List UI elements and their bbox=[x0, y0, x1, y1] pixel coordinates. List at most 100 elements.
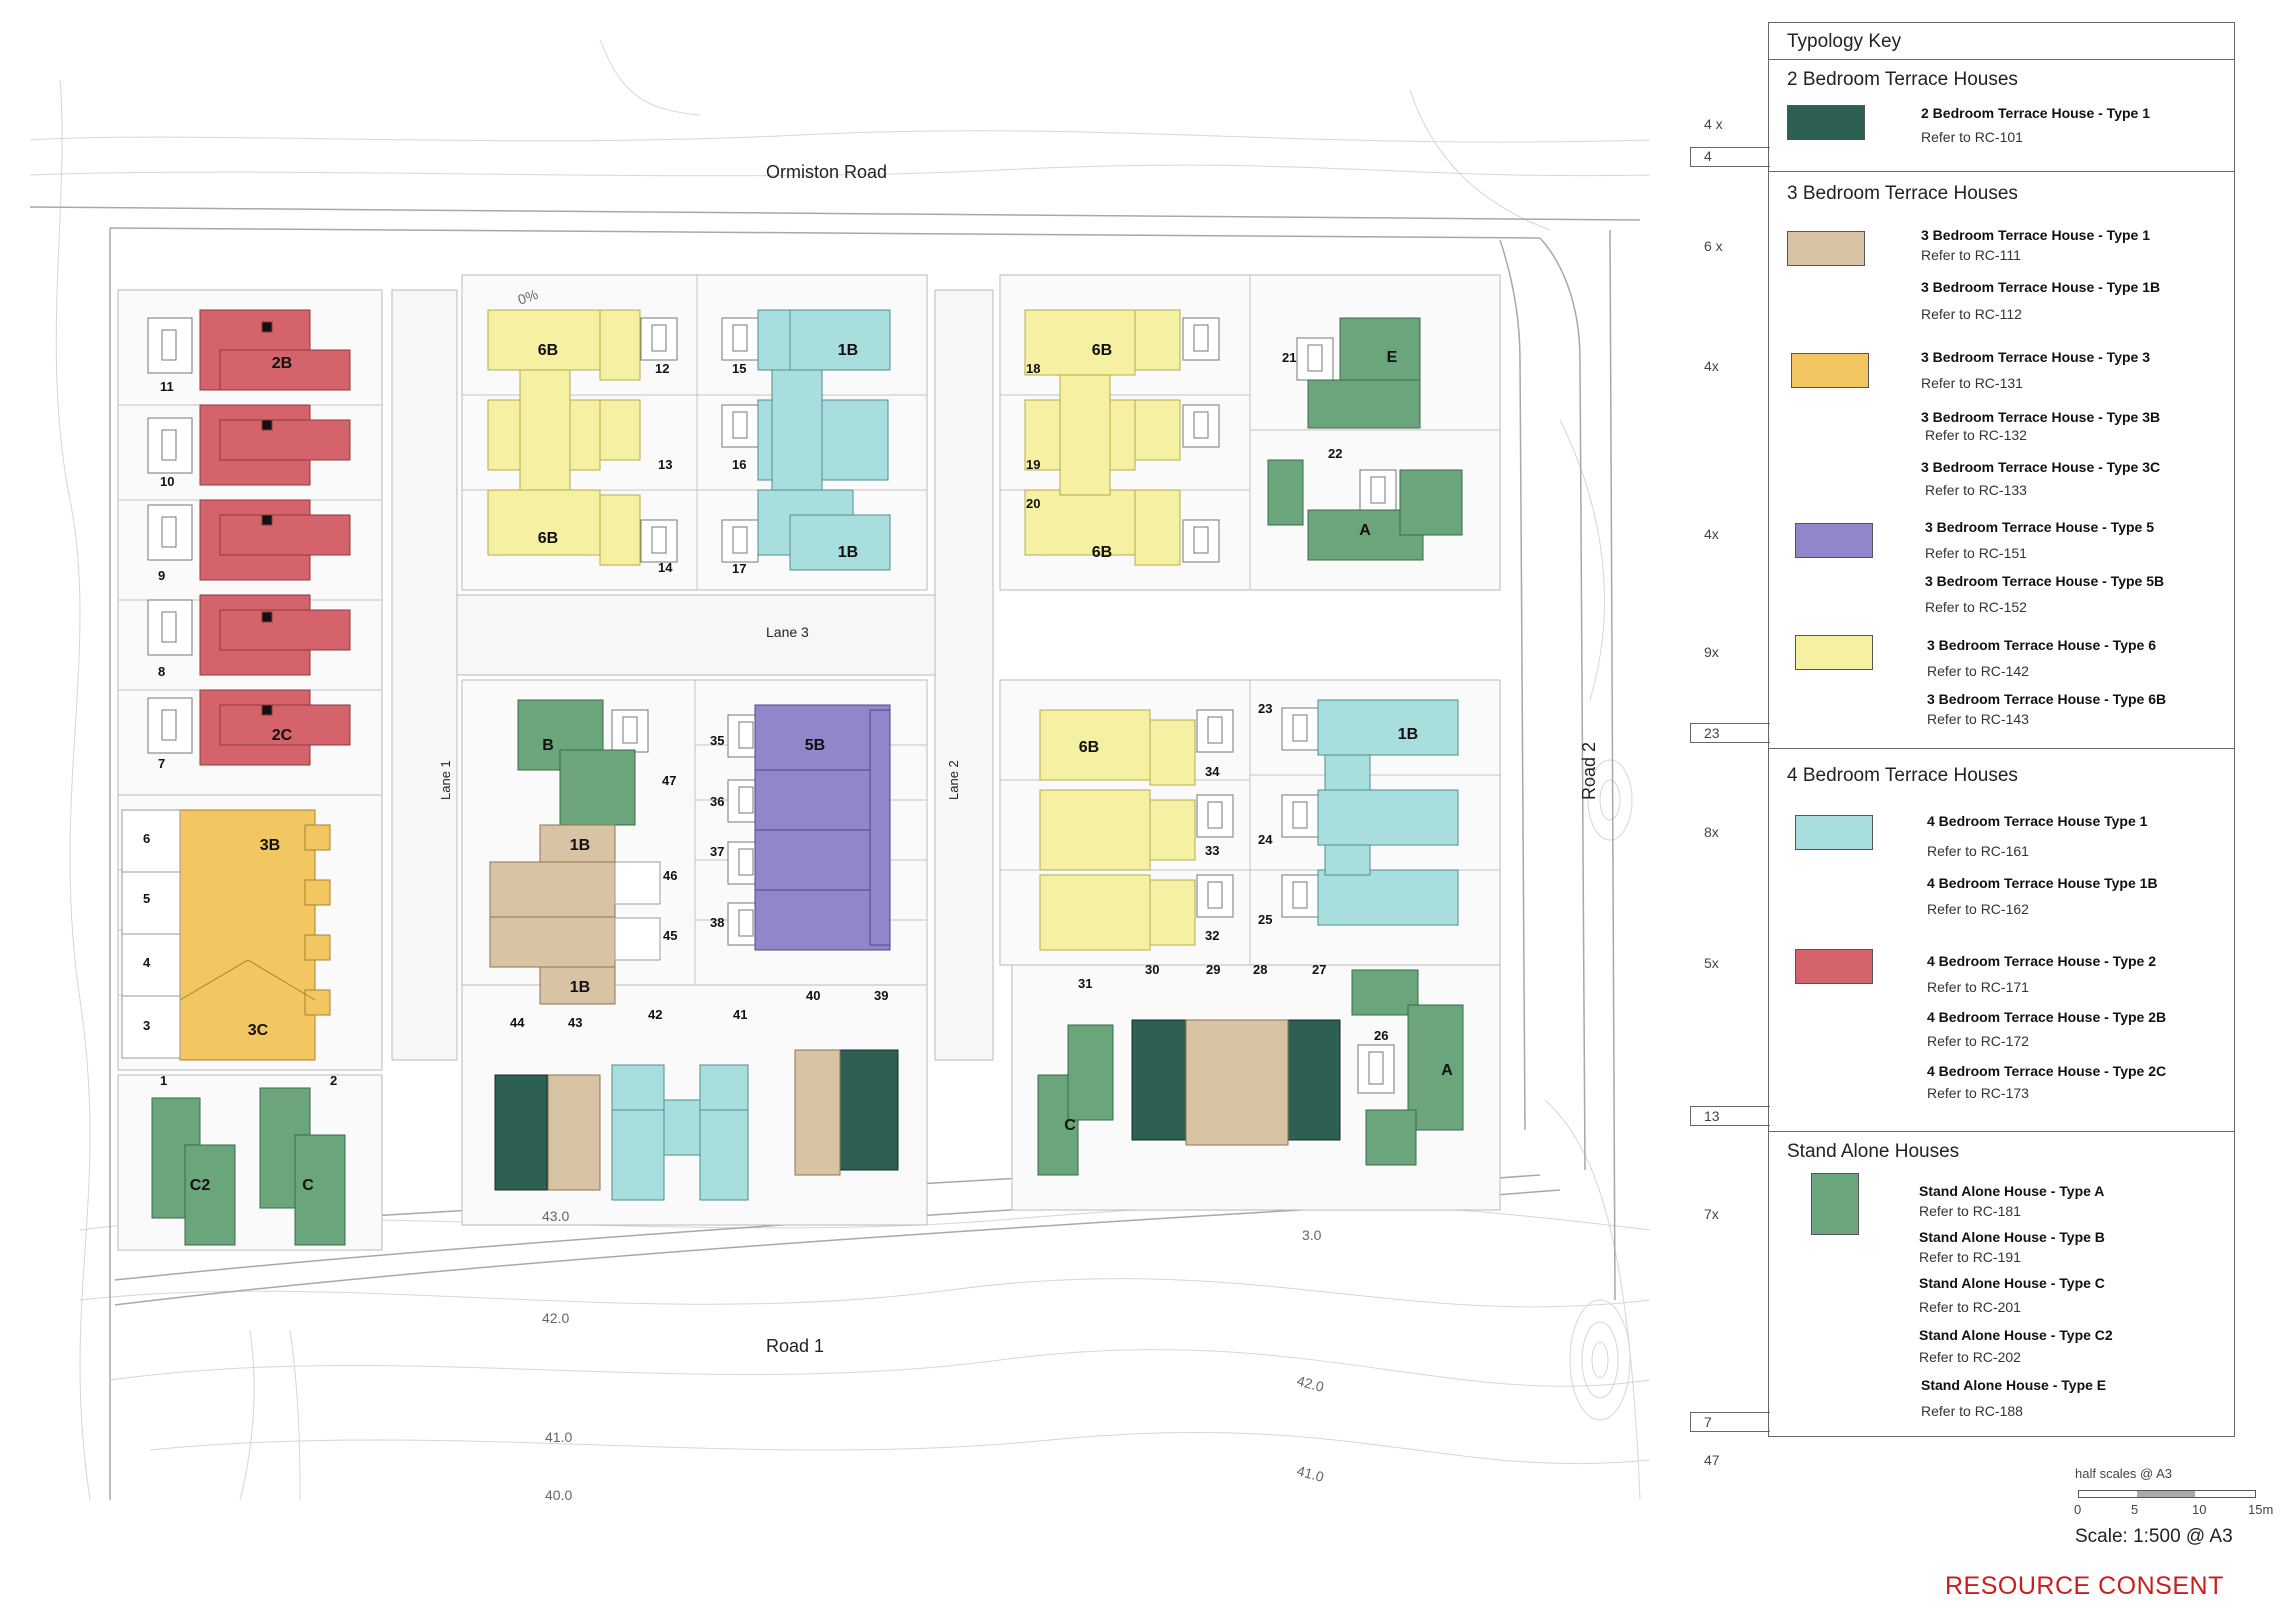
house-type-label: E bbox=[1387, 349, 1398, 366]
lot-number: 28 bbox=[1253, 962, 1267, 977]
key-item-ref: Refer to RC-151 bbox=[1925, 545, 2027, 561]
lot-number: 45 bbox=[663, 928, 677, 943]
house-type-label: 6B bbox=[1092, 544, 1112, 561]
building-terrace-type-2 bbox=[199, 309, 351, 766]
patio-furniture bbox=[147, 317, 1397, 1094]
svg-text:41.0: 41.0 bbox=[545, 1429, 572, 1445]
lane-label-1: Lane 1 bbox=[438, 760, 453, 800]
key-item-ref: Refer to RC-133 bbox=[1925, 482, 2027, 498]
lot-number: 26 bbox=[1374, 1028, 1388, 1043]
swatch-standalone bbox=[1811, 1173, 1859, 1235]
swatch-2bed-type1 bbox=[1787, 105, 1865, 140]
building-standalone-e-a-north bbox=[1267, 317, 1463, 561]
house-type-label: A bbox=[1359, 522, 1371, 539]
lot-number: 10 bbox=[160, 474, 174, 489]
road-label-road-1: Road 1 bbox=[766, 1336, 824, 1356]
swatch-3bed-type3 bbox=[1791, 353, 1869, 388]
lot-number: 47 bbox=[662, 773, 676, 788]
lot-number: 40 bbox=[806, 988, 820, 1003]
count-3bed-type6: 9x bbox=[1704, 644, 1719, 660]
lot-number: 24 bbox=[1258, 832, 1273, 847]
house-type-label: 6B bbox=[1092, 342, 1112, 359]
building-terrace-type-6-south bbox=[1039, 709, 1196, 951]
house-type-label: 1B bbox=[838, 544, 858, 561]
key-item-ref: Refer to RC-152 bbox=[1925, 599, 2027, 615]
svg-text:42.0: 42.0 bbox=[542, 1310, 569, 1326]
key-item-ref: Refer to RC-188 bbox=[1921, 1403, 2023, 1419]
house-type-label: 2C bbox=[272, 727, 293, 744]
key-item-name: 2 Bedroom Terrace House - Type 1 bbox=[1921, 105, 2150, 121]
key-item-name: 4 Bedroom Terrace House - Type 2 bbox=[1927, 953, 2156, 969]
lot-number: 16 bbox=[732, 457, 746, 472]
building-terrace-type-2bed-south bbox=[494, 1019, 1341, 1191]
house-type-label: 3B bbox=[260, 837, 280, 854]
lot-number: 21 bbox=[1282, 350, 1296, 365]
lot-number: 2 bbox=[330, 1073, 337, 1088]
typology-key-title: Typology Key bbox=[1787, 31, 1902, 52]
building-terrace-type-3 bbox=[179, 809, 331, 1061]
house-type-label: 1B bbox=[570, 979, 590, 996]
road-labels: Ormiston Road Road 1 Road 2 Lane 1 Lane … bbox=[438, 162, 1599, 1356]
lot-number: 8 bbox=[158, 664, 165, 679]
scale-tick-0: 0 bbox=[2074, 1502, 2082, 1517]
scale-note: half scales @ A3 bbox=[2075, 1466, 2173, 1481]
building-terrace-type-4-1b-north bbox=[757, 309, 891, 571]
lot-number: 44 bbox=[510, 1015, 525, 1030]
lot-number: 42 bbox=[648, 1007, 662, 1022]
lot-number: 36 bbox=[710, 794, 724, 809]
lot-number: 37 bbox=[710, 844, 724, 859]
road-label-ormiston: Ormiston Road bbox=[766, 162, 887, 182]
lot-number: 31 bbox=[1078, 976, 1092, 991]
lot-number: 22 bbox=[1328, 446, 1342, 461]
total-2bed: 4 bbox=[1704, 148, 1712, 164]
lot-number: 25 bbox=[1258, 912, 1272, 927]
contour-lines bbox=[29, 39, 1651, 1501]
key-item-name: Stand Alone House - Type E bbox=[1921, 1377, 2107, 1393]
road-label-road-2: Road 2 bbox=[1579, 742, 1599, 800]
key-item-name: 3 Bedroom Terrace House - Type 6 bbox=[1927, 637, 2156, 653]
key-item-ref: Refer to RC-161 bbox=[1927, 843, 2029, 859]
key-item-ref: Refer to RC-172 bbox=[1927, 1033, 2029, 1049]
lot-number: 17 bbox=[732, 561, 746, 576]
svg-text:42.0: 42.0 bbox=[1295, 1372, 1326, 1395]
key-item-name: 4 Bedroom Terrace House - Type 2C bbox=[1927, 1063, 2167, 1079]
lot-number: 20 bbox=[1026, 496, 1040, 511]
key-item-ref: Refer to RC-173 bbox=[1927, 1085, 2029, 1101]
key-item-ref: Refer to RC-181 bbox=[1919, 1203, 2021, 1219]
scale-tick-5: 5 bbox=[2131, 1502, 2139, 1517]
swatch-4bed-type1 bbox=[1795, 815, 1873, 850]
house-type-label: B bbox=[542, 737, 554, 754]
section-heading-3bed: 3 Bedroom Terrace Houses bbox=[1787, 183, 2018, 204]
key-item-name: 4 Bedroom Terrace House - Type 2B bbox=[1927, 1009, 2167, 1025]
lot-number: 15 bbox=[732, 361, 746, 376]
key-item-ref: Refer to RC-201 bbox=[1919, 1299, 2021, 1315]
svg-text:43.0: 43.0 bbox=[542, 1208, 569, 1224]
key-item-name: 3 Bedroom Terrace House - Type 6B bbox=[1927, 691, 2167, 707]
lot-number: 29 bbox=[1206, 962, 1220, 977]
lot-number: 32 bbox=[1205, 928, 1219, 943]
building-terrace-type-3-1-south bbox=[547, 1019, 1289, 1191]
house-type-label: C bbox=[1064, 1117, 1076, 1134]
building-standalone-lots-1-2 bbox=[151, 1087, 346, 1246]
typology-key: Typology Key 2 Bedroom Terrace Houses 2 … bbox=[1768, 22, 2235, 1437]
house-type-label: 3C bbox=[248, 1022, 269, 1039]
key-item-name: Stand Alone House - Type A bbox=[1919, 1183, 2105, 1199]
total-4bed: 13 bbox=[1704, 1108, 1720, 1124]
key-item-name: 3 Bedroom Terrace House - Type 5B bbox=[1925, 573, 2165, 589]
building-terrace-type-5 bbox=[754, 704, 891, 951]
lot-number: 14 bbox=[658, 560, 673, 575]
house-type-label: 1B bbox=[838, 342, 858, 359]
resource-consent-stamp: RESOURCE CONSENT bbox=[1945, 1572, 2224, 1600]
lot-number: 12 bbox=[655, 361, 669, 376]
scale-label: Scale: 1:500 @ A3 bbox=[2075, 1526, 2233, 1547]
key-item-name: 4 Bedroom Terrace House Type 1B bbox=[1927, 875, 2158, 891]
count-standalone: 7x bbox=[1704, 1206, 1719, 1222]
house-type-label: C2 bbox=[190, 1177, 211, 1194]
key-item-ref: Refer to RC-131 bbox=[1921, 375, 2023, 391]
lot-number: 19 bbox=[1026, 457, 1040, 472]
lot-number: 34 bbox=[1205, 764, 1220, 779]
building-standalone-south bbox=[1037, 969, 1464, 1176]
house-type-label: 5B bbox=[805, 737, 825, 754]
swatch-4bed-type2 bbox=[1795, 949, 1873, 984]
